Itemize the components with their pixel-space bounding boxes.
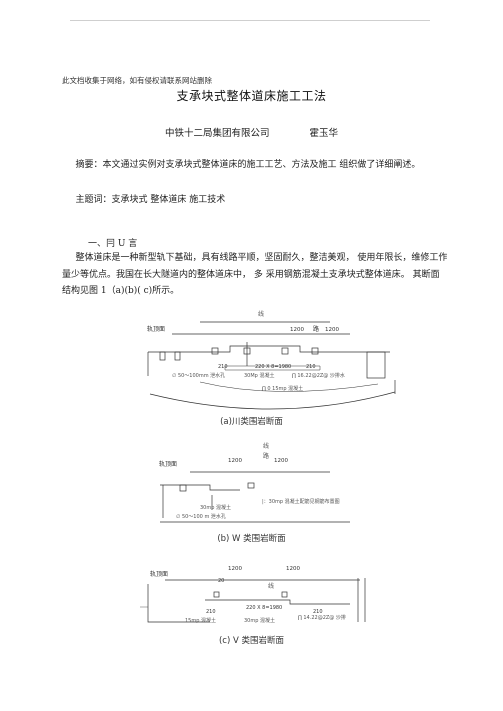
fig-b-dim1: 1200 <box>228 458 242 464</box>
figure-c-caption: (c) V 类围岩断面 <box>218 636 285 646</box>
keywords: 主题词：支承块式 整体道床 施工技术 <box>75 195 226 205</box>
fig-a-concrete30: 30Mp 混凝土 <box>244 372 274 379</box>
fig-b-note: |：30mp 混凝土配筋见钢筋布置图 <box>262 498 340 505</box>
fig-a-line-label: 线 <box>258 310 264 318</box>
fig-a-concrete15: ∏ 0 15mp 混凝土 <box>262 385 303 392</box>
fig-c-concrete30: 30mp 混凝土 <box>244 617 275 624</box>
body-paragraph: 整体道床是一种新型轨下基础，具有线路平顺，坚固耐久，整洁美观， 使用年限长，维修… <box>62 253 448 296</box>
fig-a-rail-top: 轨顶面 <box>147 325 165 333</box>
fig-b-road: 路 <box>263 452 269 460</box>
fig-c-dim-right: 210 <box>313 609 323 615</box>
figure-b-caption: (b) W 类围岩断面 <box>217 534 286 544</box>
fig-c-line-label: 线 <box>268 582 274 590</box>
figure-b-diagram: 线 路 1200 1200 轨顶面 |：30mp 混凝土配筋见钢筋布置图 30m… <box>159 442 350 523</box>
fig-b-dim2: 1200 <box>274 458 288 464</box>
fig-a-road: 路 <box>313 325 319 333</box>
fig-c-dim2: 1200 <box>286 566 300 572</box>
fig-c-dim-left: 210 <box>206 609 216 615</box>
fig-a-dim-right: 210 <box>306 364 316 370</box>
fig-b-line-label: 线 <box>263 442 269 450</box>
section-heading: 一、冃 U 言 <box>88 239 138 249</box>
abstract: 摘要：本文通过实例对支承块式整体道床的施工工艺、方法及施工 组织做了详细阐述。 <box>75 160 421 170</box>
copyright-notice: 此文档收集于网络，如有侵权请联系网站删除 <box>62 76 212 85</box>
fig-a-drain: ∏ 16.22@2Z@ 沙排水 <box>292 372 345 379</box>
fig-c-drain: ∏ 14.22@2Z@ 沙排 <box>298 614 346 621</box>
document-title: 支承块式整体道床施工工法 <box>176 89 327 103</box>
fig-b-rail-top: 轨顶面 <box>159 460 177 468</box>
figure-a-caption: (a)川类围岩断面 <box>220 417 283 427</box>
author-line: 中铁十二局集团有限公司 霍玉华 <box>0 125 503 139</box>
affiliation: 中铁十二局集团有限公司 <box>164 128 270 139</box>
fig-a-pipe: ∅ 50～100mm 泄水孔 <box>172 372 225 379</box>
fig-c-concrete15: 15mp 混凝土 <box>185 617 216 624</box>
header-rule <box>70 20 430 21</box>
author: 霍玉华 <box>309 128 339 139</box>
figure-a-diagram: 线 轨顶面 1200 路 1200 210 220 X 8=1980 210 ∅… <box>147 310 396 410</box>
fig-c-dim-mid: 220 X 8=1980 <box>246 605 282 611</box>
figure-c-diagram: 1200 1200 轨顶面 20 线 210 220 X 8=1980 210 … <box>140 566 366 624</box>
fig-a-dim2: 1200 <box>325 327 339 333</box>
fig-b-pipe: ∅ 50～100 m 泄水孔 <box>176 513 226 520</box>
fig-a-dim1: 1200 <box>290 327 304 333</box>
fig-c-rail-top: 轨顶面 <box>150 570 168 578</box>
fig-b-concrete30: 30mp 混凝土 <box>200 504 231 511</box>
fig-c-dim1: 1200 <box>228 566 242 572</box>
fig-a-dim-left: 210 <box>218 364 228 370</box>
fig-a-dim-mid: 220 X 8=1980 <box>255 364 291 370</box>
fig-c-dim-small: 20 <box>218 578 224 584</box>
